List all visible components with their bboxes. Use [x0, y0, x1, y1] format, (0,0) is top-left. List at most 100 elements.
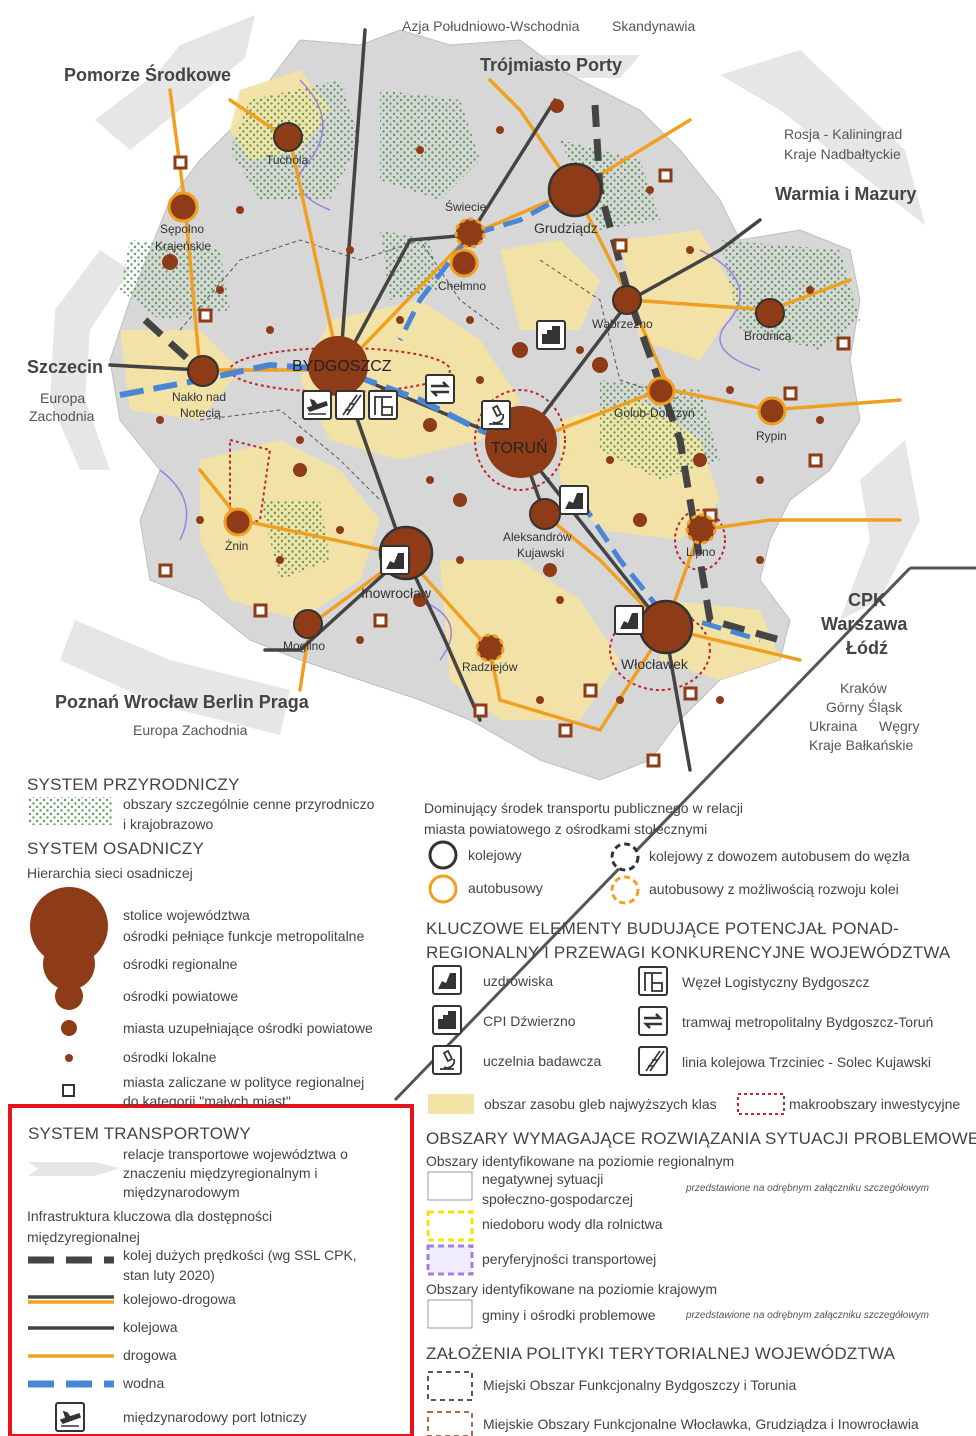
legend-dominant-2: miasta powiatowego z ośrodkami stołeczny…: [424, 821, 708, 837]
city-rypin: Rypin: [756, 429, 787, 443]
local-centres: [156, 126, 824, 704]
legend-kdp-1: kolej dużych prędkości (wg SSL CPK,: [123, 1247, 357, 1263]
label-rosja: Rosja - Kaliningrad: [784, 126, 903, 142]
legend-airport: międzynarodowy port lotniczy: [123, 1409, 307, 1425]
city-brodnica: Brodnica: [744, 329, 792, 343]
legend-relations-1: relacje transportowe województwa o: [123, 1146, 348, 1162]
legend-mof-wgi: Miejskie Obszary Funkcjonalne Włocławka,…: [483, 1416, 919, 1432]
city-swiecie: Świecie: [445, 200, 487, 214]
legend-regional-level: Obszary identyfikowane na poziomie regio…: [426, 1153, 735, 1169]
label-krakow: Kraków: [840, 680, 887, 696]
legend-bus-mode: autobusowy: [468, 880, 543, 896]
legend-small-towns-2: do kategorii "małych miast": [123, 1093, 291, 1106]
city-krajenskie: Krajeńskie: [155, 239, 212, 253]
rail-line-icon: [335, 390, 365, 420]
legend-heading-problem: OBSZARY WYMAGAJĄCE ROZWIĄZANIA SYTUACJI …: [426, 1129, 976, 1148]
legend-arrow-swatch: [28, 1162, 120, 1176]
legend-cpi: CPI Dźwierzno: [483, 1013, 576, 1029]
legend-rail-circle: [428, 840, 458, 870]
label-gorny-slask: Górny Śląsk: [826, 699, 903, 715]
divider-line: [393, 566, 912, 1102]
legend-mof-wgi-swatch: [427, 1411, 473, 1436]
legend-heading-key-1: KLUCZOWE ELEMENTY BUDUJĄCE POTENCJAŁ PON…: [426, 919, 900, 938]
legend-tram-icon: [638, 1006, 668, 1036]
legend-spa: uzdrowiska: [483, 973, 554, 989]
legend-local: ośrodki lokalne: [123, 1049, 217, 1065]
label-kraje-nadbaltyckie: Kraje Nadbałtyckie: [784, 146, 901, 162]
legend-road: drogowa: [123, 1347, 177, 1363]
legend-soil: obszar zasobu gleb najwyższych klas: [484, 1096, 717, 1112]
spa-icon: [536, 320, 566, 350]
legend-infrastructure-2: międzyregionalnej: [27, 1229, 140, 1245]
airport-icon: [302, 390, 332, 420]
city-wloclawek: Włocławek: [621, 656, 688, 672]
legend-regional: ośrodki regionalne: [123, 956, 238, 972]
legend-bus-rail-mode: autobusowy z możliwością rozwoju kolei: [649, 881, 899, 897]
legend-negative-swatch: [427, 1171, 473, 1201]
legend-water-shortage-swatch: [426, 1210, 474, 1242]
legend-metropolitan: ośrodki pełniące funkcje metropolitalne: [123, 928, 365, 944]
university-icon: [481, 400, 511, 430]
spa-icon-3: [380, 545, 410, 575]
legend-rail-line: linia kolejowa Trzciniec - Solec Kujawsk…: [682, 1054, 931, 1070]
city-mogilno: Mogilno: [283, 639, 326, 653]
legend-rail-mode: kolejowy: [468, 847, 522, 863]
legend-note-2: przedstawione na odrębnym załączniku szc…: [686, 1310, 929, 1321]
city-inowroclaw: Inowrocław: [361, 585, 432, 601]
label-zachodnia: Zachodnia: [29, 408, 95, 424]
logistics-hub-icon: [368, 390, 398, 420]
legend-supplementary: miasta uzupełniające ośrodki powiatowe: [123, 1020, 373, 1036]
legend-relations-3: międzynarodowym: [123, 1184, 240, 1200]
legend-rail-bus-mode: kolejowy z dowozem autobusem do węzła: [649, 848, 910, 864]
label-ukraina: Ukraina: [809, 718, 858, 734]
legend-mof-bt: Miejski Obszar Funkcjonalny Bydgoszczy i…: [483, 1377, 797, 1393]
legend-note-1: przedstawione na odrębnym załączniku szc…: [686, 1183, 929, 1194]
municipal-boundaries: [179, 239, 681, 501]
legend-cpi-icon: [432, 1005, 462, 1035]
label-wegry: Węgry: [879, 718, 920, 734]
legend-county: ośrodki powiatowe: [123, 988, 239, 1004]
highlight-box: [8, 1104, 414, 1436]
label-balkany: Kraje Bałkańskie: [809, 737, 914, 753]
city-wabrzezno: Wąbrzeźno: [592, 317, 653, 331]
legend-university: uczelnia badawcza: [483, 1053, 602, 1069]
city-chelmno: Chełmno: [438, 279, 487, 293]
legend-mof-bt-swatch: [427, 1371, 473, 1401]
spa-icon-2: [559, 485, 589, 515]
label-asia: Azja Południowo-Wschodnia: [402, 18, 580, 34]
city-naklo: Nakło nad: [172, 390, 227, 404]
city-znin: Żnin: [225, 539, 249, 553]
legend-relations-2: znaczeniu międzyregionalnym i: [123, 1165, 318, 1181]
legend-spa-icon: [432, 965, 462, 995]
city-notecia: Notecią: [180, 406, 221, 420]
legend-heading-settlement: SYSTEM OSADNICZY: [27, 839, 205, 858]
tram-icon: [425, 374, 455, 404]
legend-capitals: stolice województwa: [123, 907, 250, 923]
legend-rail: kolejowa: [123, 1319, 178, 1335]
city-lipno: Lipno: [686, 545, 716, 559]
supplementary-towns: [293, 342, 707, 607]
label-trojmiasto: Trójmiasto Porty: [480, 55, 623, 75]
city-torun: TORUŃ: [491, 440, 548, 457]
legend-bus-rail-circle: [610, 875, 640, 905]
legend-hierarchy: Hierarchia sieci osadniczej: [27, 865, 193, 881]
high-speed-rail-west: [142, 317, 203, 373]
label-warszawa: Warszawa: [821, 614, 908, 634]
legend-peripheral-swatch: [426, 1244, 474, 1276]
legend-soil-swatch: [428, 1094, 474, 1114]
label-pomorze: Pomorze Środkowe: [64, 65, 232, 85]
legend-water-shortage: niedoboru wody dla rolnictwa: [482, 1216, 663, 1232]
legend-kdp-2: stan luty 2020): [123, 1267, 215, 1283]
city-sepolno: Sępolno: [160, 222, 205, 236]
legend-problem-communes: gminy i ośrodki problemowe: [482, 1307, 656, 1323]
label-scandinavia: Skandynawia: [612, 18, 696, 34]
legend-airport-icon: [55, 1402, 85, 1432]
legend-infrastructure-1: Infrastruktura kluczowa dla dostępności: [27, 1208, 273, 1224]
legend-national-level: Obszary identyfikowane na poziomie krajo…: [426, 1281, 718, 1297]
city-tuchola: Tuchola: [266, 153, 309, 167]
legend-swatch-nature: [28, 797, 113, 825]
legend-negative-1: negatywnej sytuacji: [482, 1171, 604, 1187]
legend-heading-key-2: REGIONALNY I PRZEWAGI KONKURENCYJNE WOJE…: [426, 943, 951, 962]
legend-investment: makroobszary inwestycyjne: [789, 1096, 961, 1112]
legend-small-town-square: [62, 1084, 75, 1097]
